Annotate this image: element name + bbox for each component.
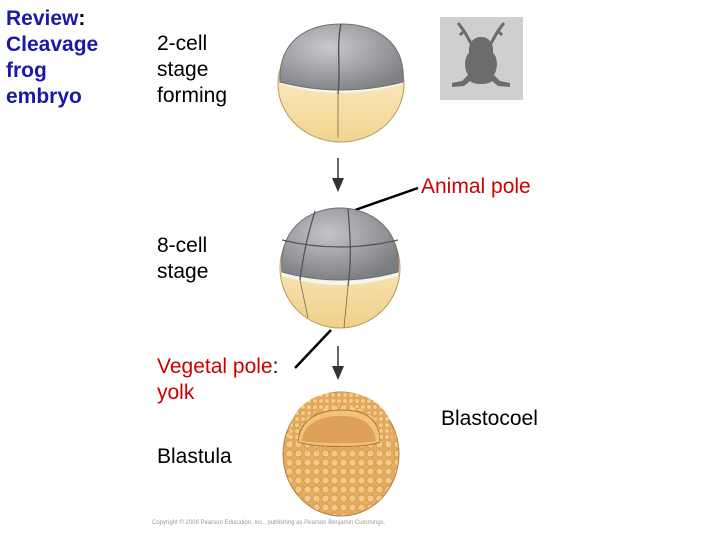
arrow-down-icon	[332, 158, 344, 192]
two-cell-stage-label: 2-cell stage forming	[157, 31, 267, 109]
title-line-cleavage: Cleavage	[6, 33, 99, 56]
eight-cell-stage-label: 8-cell stage	[157, 233, 257, 285]
vegetal-pole-label: Vegetal pole: yolk	[157, 354, 317, 406]
animal-pole-label: Animal pole	[421, 175, 531, 198]
two-cell-embryo	[277, 23, 405, 143]
eight-cell-label-line1: 8-cell	[157, 234, 208, 257]
arrow-down-icon	[332, 346, 344, 380]
vegetal-pole-text: Vegetal pole	[157, 355, 273, 378]
two-cell-label-line1: 2-cell	[157, 32, 208, 55]
title-line-embryo: embryo	[6, 85, 82, 108]
two-cell-label-line2: stage	[157, 58, 209, 81]
title-line-frog: frog	[6, 59, 47, 82]
yolk-text: yolk	[157, 381, 195, 404]
frog-silhouette-icon	[452, 22, 510, 87]
slide-title: Review: Cleavage frog embryo	[6, 6, 146, 110]
blastocoel-label: Blastocoel	[441, 407, 538, 430]
copyright-text: Copyright © 2008 Pearson Education, Inc.…	[152, 520, 386, 526]
title-line-review: Review	[6, 7, 79, 30]
blastula-embryo	[282, 391, 400, 517]
eight-cell-embryo	[279, 207, 401, 329]
vegetal-pole-leader-line	[294, 329, 332, 369]
two-cell-label-line3: forming	[157, 84, 228, 107]
eight-cell-label-line2: stage	[157, 260, 209, 283]
title-colon: :	[78, 7, 86, 30]
blastula-label: Blastula	[157, 445, 232, 468]
vegetal-pole-colon: :	[272, 355, 279, 378]
frog-thumbnail	[440, 17, 523, 100]
